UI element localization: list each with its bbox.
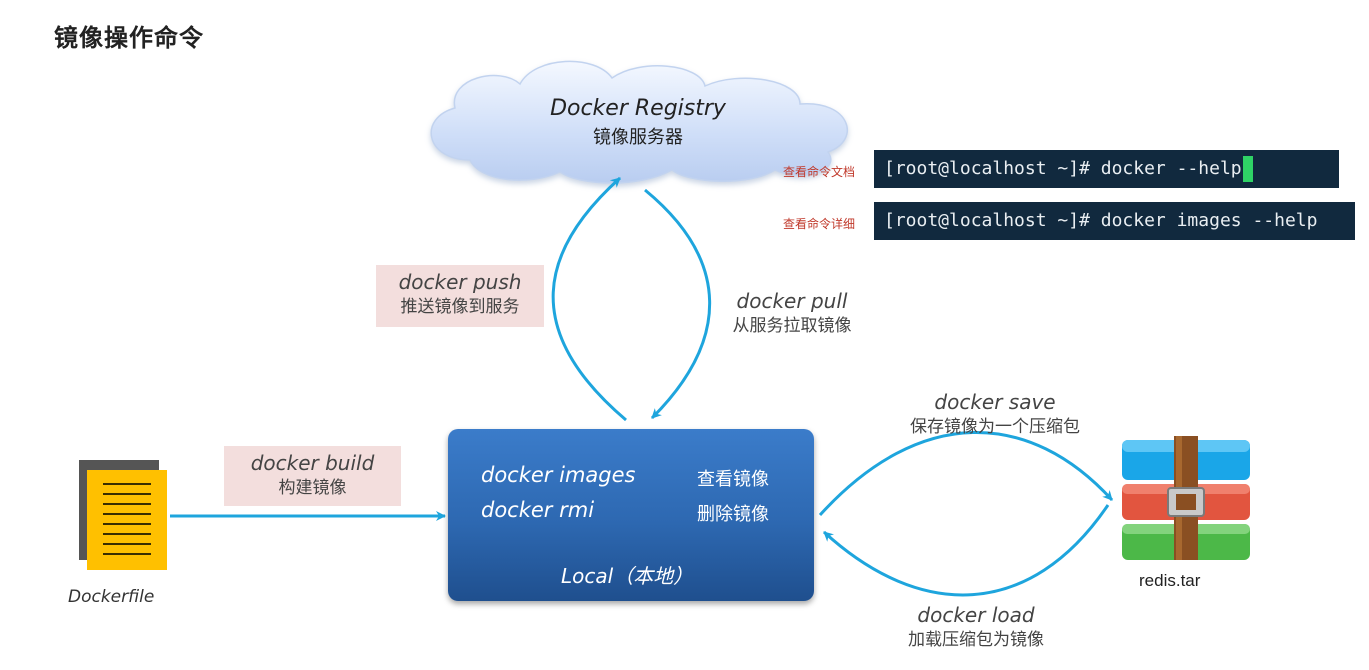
registry-label: Docker Registry 镜像服务器 (508, 96, 768, 149)
terminal-command: [root@localhost ~]# docker images --help (884, 210, 1318, 231)
save-description: 保存镜像为一个压缩包 (910, 417, 1080, 437)
local-command: docker rmi (481, 498, 595, 522)
push-command: docker push (398, 270, 522, 294)
build-description: 构建镜像 (278, 478, 347, 498)
pull-command-label: docker pull 从服务拉取镜像 (712, 288, 872, 338)
archive-label: redis.tar (1139, 571, 1201, 590)
terminal-tip-label: 查看命令文档 (783, 165, 856, 179)
load-description: 加载压缩包为镜像 (908, 630, 1044, 650)
document-icon (79, 460, 167, 570)
pull-arrow (644, 188, 712, 420)
save-command-label: docker save 保存镜像为一个压缩包 (880, 389, 1110, 439)
terminal-tip-label: 查看命令详细 (783, 217, 856, 231)
local-name: Local（本地） (561, 564, 694, 588)
save-arrow (818, 431, 1114, 517)
load-arrow (822, 504, 1110, 597)
winrar-archive-icon (1122, 436, 1250, 560)
save-command: docker save (934, 390, 1056, 414)
build-command: docker build (250, 451, 375, 475)
terminal-images-help: [root@localhost ~]# docker images --help (874, 202, 1355, 240)
registry-title: Docker Registry (550, 96, 726, 121)
page-title: 镜像操作命令 (54, 23, 204, 52)
local-description: 查看镜像 (697, 469, 769, 490)
push-command-box: docker push 推送镜像到服务 (376, 265, 544, 327)
pull-description: 从服务拉取镜像 (732, 316, 852, 336)
registry-cloud-icon (430, 60, 848, 184)
local-command: docker images (481, 463, 636, 487)
registry-subtitle: 镜像服务器 (593, 127, 683, 148)
terminal-cursor (1242, 156, 1253, 182)
local-description: 删除镜像 (697, 504, 769, 525)
load-command: docker load (917, 603, 1035, 627)
dockerfile-label: Dockerfile (68, 587, 155, 607)
build-command-box: docker build 构建镜像 (224, 446, 401, 506)
pull-command: docker pull (736, 289, 848, 313)
push-arrow (551, 176, 627, 422)
terminal-help: [root@localhost ~]# docker --help (874, 150, 1339, 188)
push-description: 推送镜像到服务 (400, 297, 520, 317)
local-repository-box: docker images 查看镜像 docker rmi 删除镜像 Local… (448, 429, 814, 601)
terminal-command: [root@localhost ~]# docker --help (884, 158, 1242, 179)
load-command-label: docker load 加载压缩包为镜像 (886, 602, 1066, 652)
